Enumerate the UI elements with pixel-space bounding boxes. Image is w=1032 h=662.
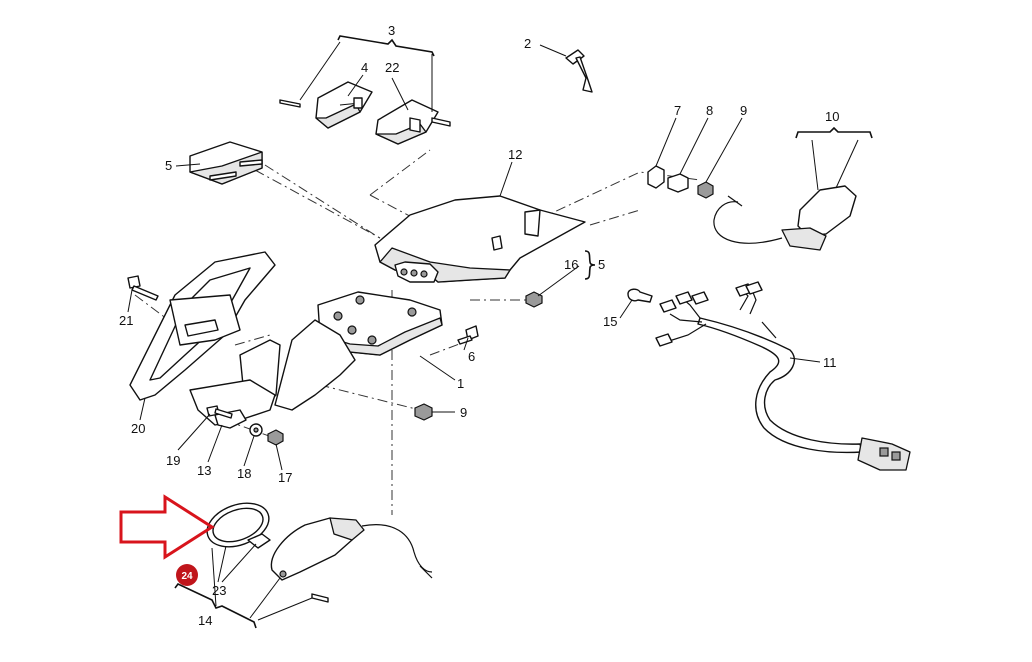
label-part-2: 2 xyxy=(524,36,531,51)
part-screw-2 xyxy=(565,49,593,93)
position-badge: 24 xyxy=(176,564,198,586)
part-bolt-21 xyxy=(127,275,159,301)
part-nut-17 xyxy=(267,429,284,446)
part-harness-11 xyxy=(655,281,911,471)
part-lens-23 xyxy=(206,502,271,549)
label-part-18: 18 xyxy=(237,466,251,481)
label-part-9-upper: 9 xyxy=(740,103,747,118)
label-part-6: 6 xyxy=(468,349,475,364)
part-bracket-1 xyxy=(189,291,443,429)
part-reflector-bracket-22 xyxy=(375,99,451,145)
label-part-14: 14 xyxy=(198,613,212,628)
part-indicator-10 xyxy=(713,185,857,251)
label-part-9-lower: 9 xyxy=(460,405,467,420)
part-indicator-14 xyxy=(270,517,433,603)
label-part-12: 12 xyxy=(508,147,522,162)
label-part-11: 11 xyxy=(823,355,837,370)
part-block-5 xyxy=(189,141,263,185)
label-part-10: 10 xyxy=(825,109,839,124)
part-washer-18 xyxy=(249,423,263,437)
part-cover-12 xyxy=(374,195,586,283)
label-part-17: 17 xyxy=(278,470,292,485)
label-part-22: 22 xyxy=(385,60,399,75)
leader-lines xyxy=(127,41,859,621)
label-part-21: 21 xyxy=(119,313,133,328)
label-part-5-block: 5 xyxy=(165,158,172,173)
part-nut-9-lower xyxy=(414,403,433,421)
label-part-20: 20 xyxy=(131,421,145,436)
part-reflector-4 xyxy=(279,81,373,129)
bracket-14 xyxy=(174,582,257,629)
badge-circle xyxy=(176,564,198,586)
badge-number: 24 xyxy=(181,571,193,582)
label-part-15: 15 xyxy=(603,314,617,329)
part-bulb-15 xyxy=(627,288,653,303)
label-part-5-group: 5 xyxy=(598,257,605,272)
highlight-arrow xyxy=(119,494,215,560)
part-number-labels: 3 4 22 2 5 12 7 8 9 10 16 5 15 11 6 1 9 … xyxy=(119,23,839,628)
part-grommet-7 xyxy=(647,165,665,189)
label-part-13: 13 xyxy=(197,463,211,478)
bracket-16-5 xyxy=(584,250,596,280)
label-part-1: 1 xyxy=(457,376,464,391)
part-bolt-6 xyxy=(457,325,479,345)
label-part-19: 19 xyxy=(166,453,180,468)
label-part-4: 4 xyxy=(361,60,368,75)
part-spacer-8 xyxy=(667,173,689,193)
label-part-8: 8 xyxy=(706,103,713,118)
label-part-3: 3 xyxy=(388,23,395,38)
part-bolt-19 xyxy=(206,405,233,419)
part-nut-9-upper xyxy=(697,181,714,199)
bracket-10 xyxy=(795,126,873,139)
right-arrow-icon xyxy=(119,494,215,560)
label-part-16: 16 xyxy=(564,257,578,272)
bracket-3 xyxy=(337,35,435,57)
part-plate-holder-20 xyxy=(129,251,276,401)
label-part-7: 7 xyxy=(674,103,681,118)
label-part-23: 23 xyxy=(212,583,226,598)
